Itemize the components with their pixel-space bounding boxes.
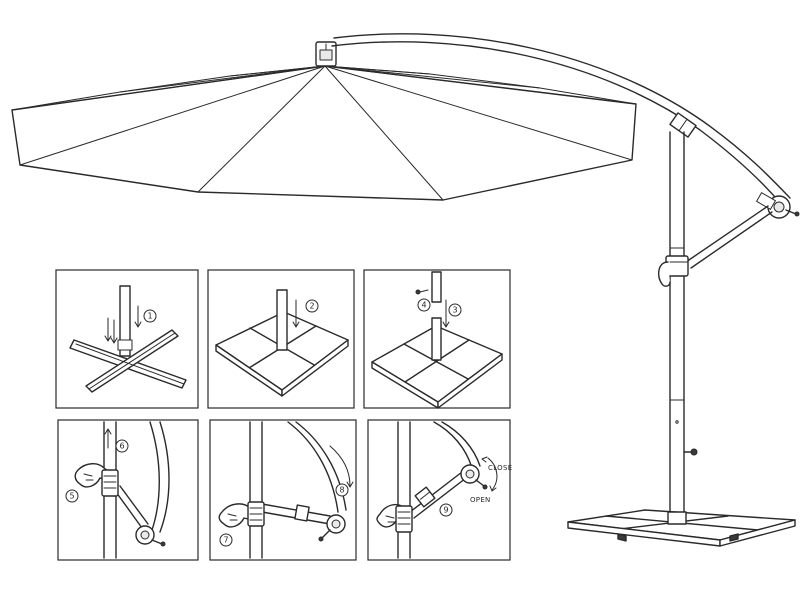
pole-tube xyxy=(431,271,442,303)
step-5-marker: 5 xyxy=(65,489,79,503)
bolt-icon xyxy=(104,317,118,344)
svg-text:3: 3 xyxy=(452,306,457,315)
step-6-marker: 6 xyxy=(115,439,129,453)
base-plates-small xyxy=(215,311,349,397)
umbrella-pole xyxy=(669,131,685,521)
slide-handle xyxy=(395,505,413,533)
strut xyxy=(115,485,149,529)
pole-socket xyxy=(431,317,442,361)
support-strut xyxy=(685,205,773,269)
svg-text:8: 8 xyxy=(339,486,344,495)
base-plates-small xyxy=(371,325,503,409)
curved-arrow-icon xyxy=(329,445,354,488)
close-label: CLOSE xyxy=(488,464,512,472)
curved-arm xyxy=(433,421,481,469)
cross-base xyxy=(69,329,187,393)
curved-arrow-icon xyxy=(481,456,498,492)
step-8-marker: 8 xyxy=(335,483,349,497)
screw-icon xyxy=(415,289,429,295)
step-panel-1: 1 xyxy=(55,269,199,409)
down-arrow-icon xyxy=(292,299,300,328)
svg-text:7: 7 xyxy=(223,536,228,545)
slide-handle xyxy=(657,255,689,287)
step-3-marker: 3 xyxy=(448,303,462,317)
up-arrow-icon xyxy=(104,428,112,449)
umbrella-arm xyxy=(331,33,791,206)
base-plates xyxy=(567,509,796,547)
step-7-marker: 7 xyxy=(219,533,233,547)
slide-handle xyxy=(247,501,265,527)
step-4-marker: 4 xyxy=(417,298,431,312)
crank-wheel xyxy=(318,514,346,542)
pole-tube xyxy=(397,421,411,559)
strut xyxy=(409,471,467,519)
strut xyxy=(261,503,331,525)
hand-icon xyxy=(218,503,257,528)
down-arrow-icon xyxy=(442,299,450,328)
pole-tube xyxy=(249,421,263,559)
svg-text:1: 1 xyxy=(147,312,152,321)
step-9-marker: 9 xyxy=(439,503,453,517)
open-label: OPEN xyxy=(470,496,491,504)
down-arrow-icon xyxy=(134,305,142,328)
step-panel-3: 4 3 xyxy=(363,269,511,409)
pole-tube xyxy=(276,289,288,351)
svg-text:4: 4 xyxy=(421,301,426,310)
step-2-marker: 2 xyxy=(305,299,319,313)
pole-tube xyxy=(117,285,133,357)
step-panel-5: 8 7 xyxy=(209,419,357,561)
umbrella-hub xyxy=(315,41,337,67)
crank-wheel xyxy=(460,464,488,490)
step-panel-6: CLOSE OPEN 9 xyxy=(367,419,512,561)
pole-lock-knob xyxy=(683,448,698,456)
step-panel-4: 6 5 xyxy=(57,419,199,561)
step-1-marker: 1 xyxy=(143,309,157,323)
svg-text:9: 9 xyxy=(443,506,448,515)
step-panel-2: 2 xyxy=(207,269,355,409)
svg-text:6: 6 xyxy=(119,442,124,451)
slide-handle xyxy=(101,469,119,497)
svg-text:2: 2 xyxy=(309,302,314,311)
curved-arm xyxy=(149,421,170,533)
curved-arm xyxy=(287,421,347,513)
crank-wheel xyxy=(135,525,166,547)
crank-wheel xyxy=(756,192,800,219)
svg-text:5: 5 xyxy=(69,492,74,501)
umbrella-canopy xyxy=(11,65,637,201)
